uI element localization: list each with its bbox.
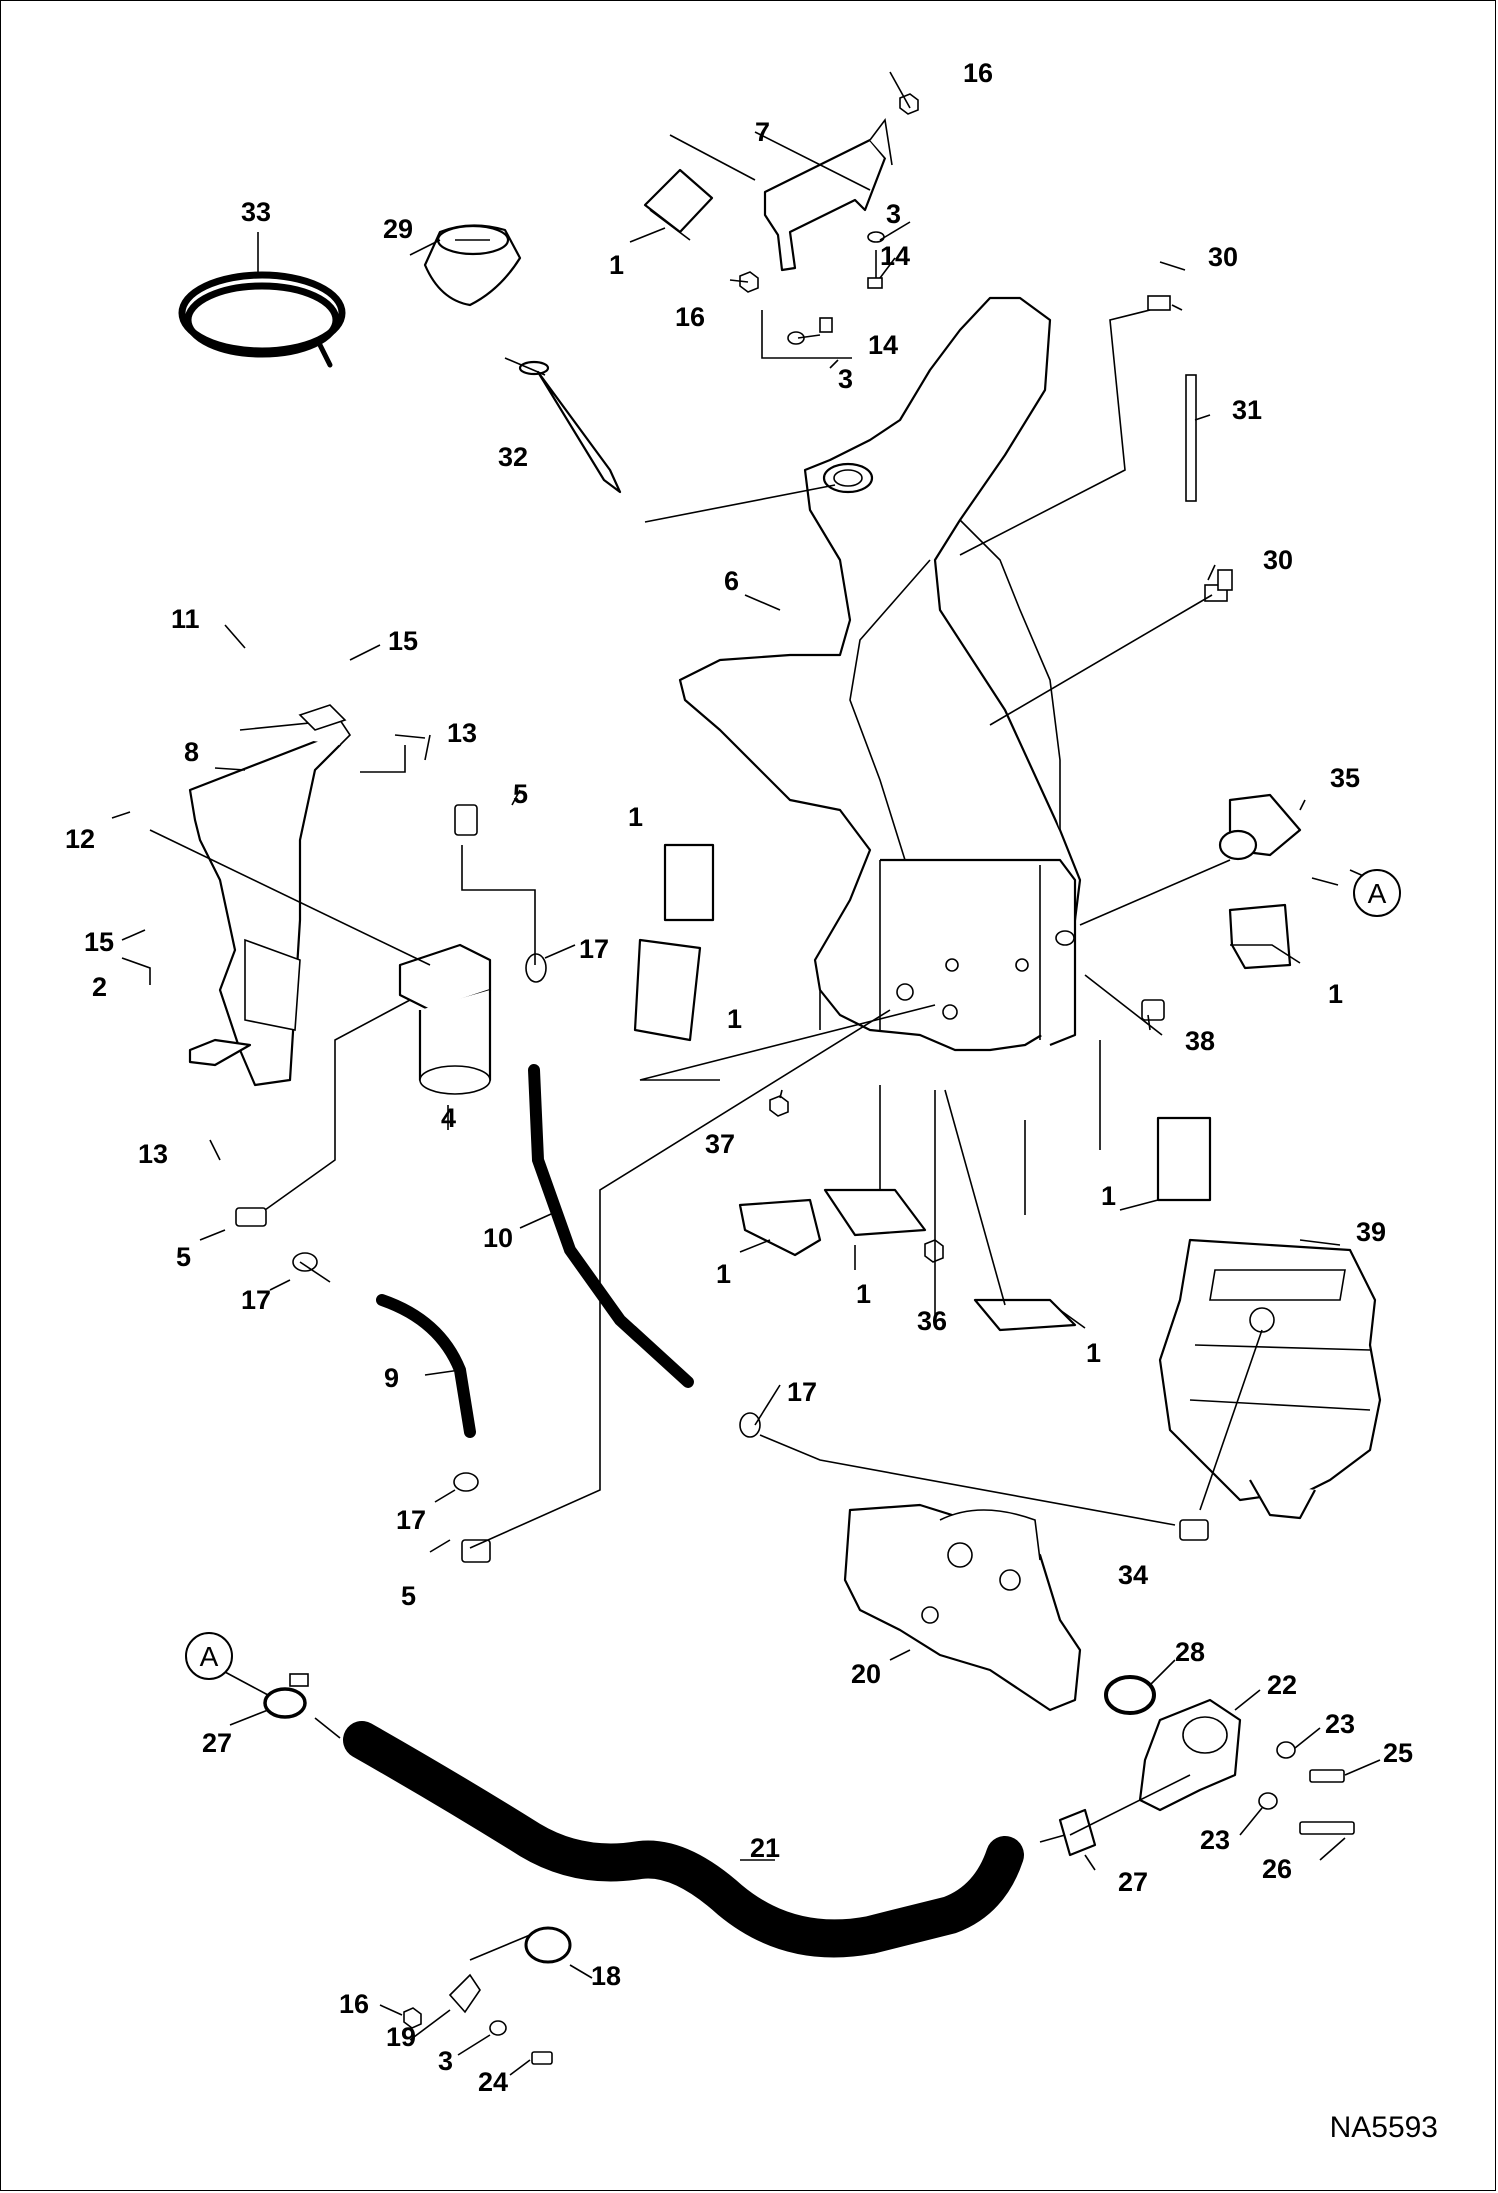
callout-21: 21 — [750, 1833, 780, 1863]
callout-19: 19 — [386, 2022, 416, 2052]
callout-13: 13 — [138, 1139, 168, 1169]
reference-label: A — [200, 1641, 219, 1672]
elbow-fitting-part-22 — [1138, 1698, 1242, 1812]
bracket-part-7 — [763, 118, 893, 272]
callout-15: 15 — [84, 927, 114, 957]
callout-1: 1 — [1328, 979, 1343, 1009]
coiled-hose-part-33 — [178, 271, 346, 368]
callout-8: 8 — [184, 737, 199, 767]
callout-30: 30 — [1263, 545, 1293, 575]
hardware-bottom — [403, 1926, 572, 2065]
callout-16: 16 — [339, 1989, 369, 2019]
callout-22: 22 — [1267, 1670, 1297, 1700]
callout-1: 1 — [716, 1259, 731, 1289]
callout-12: 12 — [65, 824, 95, 854]
callout-39: 39 — [1356, 1217, 1386, 1247]
callout-26: 26 — [1262, 1854, 1292, 1884]
callout-5: 5 — [513, 779, 528, 809]
filler-cap-part-29 — [423, 224, 522, 307]
callout-35: 35 — [1330, 763, 1360, 793]
reference-label: A — [1368, 878, 1387, 909]
callout-18: 18 — [591, 1961, 621, 1991]
callout-numbers: 16 7 3 14 1 16 14 3 33 29 32 30 31 30 6 … — [65, 58, 1413, 2097]
callout-1: 1 — [628, 802, 643, 832]
callout-25: 25 — [1383, 1738, 1413, 1768]
callout-16: 16 — [963, 58, 993, 88]
filter-part-4 — [398, 943, 492, 1095]
callout-2: 2 — [92, 972, 107, 1002]
callout-28: 28 — [1175, 1637, 1205, 1667]
callout-37: 37 — [705, 1129, 735, 1159]
callout-14: 14 — [880, 241, 910, 271]
callout-36: 36 — [917, 1306, 947, 1336]
hardware-right — [1258, 1741, 1355, 1835]
reference-circle-a-tank: A — [1353, 869, 1401, 917]
fittings-and-clamps — [235, 804, 1209, 1563]
callout-38: 38 — [1185, 1026, 1215, 1056]
callout-33: 33 — [241, 197, 271, 227]
callout-1: 1 — [727, 1004, 742, 1034]
hydraulic-tank-part-6 — [678, 296, 1082, 1052]
callout-3: 3 — [886, 199, 901, 229]
insulator-pad-part-1-top — [643, 168, 714, 241]
callout-15: 15 — [388, 626, 418, 656]
drawing-number: NA5593 — [1329, 2111, 1438, 2144]
callout-5: 5 — [401, 1581, 416, 1611]
callout-11: 11 — [171, 604, 200, 634]
callout-31: 31 — [1232, 395, 1262, 425]
callout-17: 17 — [396, 1505, 426, 1535]
callout-5: 5 — [176, 1242, 191, 1272]
hose-clamps-part-27 — [263, 1673, 1097, 1857]
pump-part-20 — [843, 1503, 1082, 1712]
callout-1: 1 — [1101, 1181, 1116, 1211]
tee-fitting-part-35 — [1218, 793, 1302, 861]
mounting-bracket-part-8 — [188, 704, 352, 1087]
dipstick-part-32 — [518, 360, 622, 494]
callout-29: 29 — [383, 214, 413, 244]
callout-7: 7 — [755, 117, 770, 147]
callout-20: 20 — [851, 1659, 881, 1689]
callout-17: 17 — [241, 1285, 271, 1315]
leader-lines — [111, 71, 1381, 2076]
callout-1: 1 — [609, 250, 624, 280]
callout-14: 14 — [868, 330, 898, 360]
hose-part-9 — [376, 1294, 476, 1438]
callout-17: 17 — [787, 1377, 817, 1407]
callout-10: 10 — [483, 1223, 513, 1253]
callout-9: 9 — [384, 1363, 399, 1393]
hose-part-21 — [343, 1721, 1024, 1958]
callout-27: 27 — [202, 1728, 232, 1758]
callout-1: 1 — [856, 1279, 871, 1309]
callout-34: 34 — [1118, 1560, 1148, 1590]
callout-23: 23 — [1200, 1825, 1230, 1855]
motor-part-39 — [1158, 1238, 1382, 1520]
callout-17: 17 — [579, 934, 609, 964]
reference-circle-a-hose: A — [185, 1632, 233, 1680]
callout-32: 32 — [498, 442, 528, 472]
insulator-pads-part-1 — [633, 843, 1292, 1332]
tube-part-31 — [1147, 295, 1233, 602]
callout-3: 3 — [838, 364, 853, 394]
callout-1: 1 — [1086, 1338, 1101, 1368]
callout-23: 23 — [1325, 1709, 1355, 1739]
callout-13: 13 — [447, 718, 477, 748]
callout-6: 6 — [724, 566, 739, 596]
callout-4: 4 — [441, 1103, 456, 1133]
callout-30: 30 — [1208, 242, 1238, 272]
o-ring-part-28 — [1104, 1675, 1156, 1715]
callout-16: 16 — [675, 302, 705, 332]
callout-24: 24 — [478, 2067, 508, 2097]
callout-3: 3 — [438, 2046, 453, 2076]
hose-part-10 — [528, 1064, 694, 1388]
callout-27: 27 — [1118, 1867, 1148, 1897]
